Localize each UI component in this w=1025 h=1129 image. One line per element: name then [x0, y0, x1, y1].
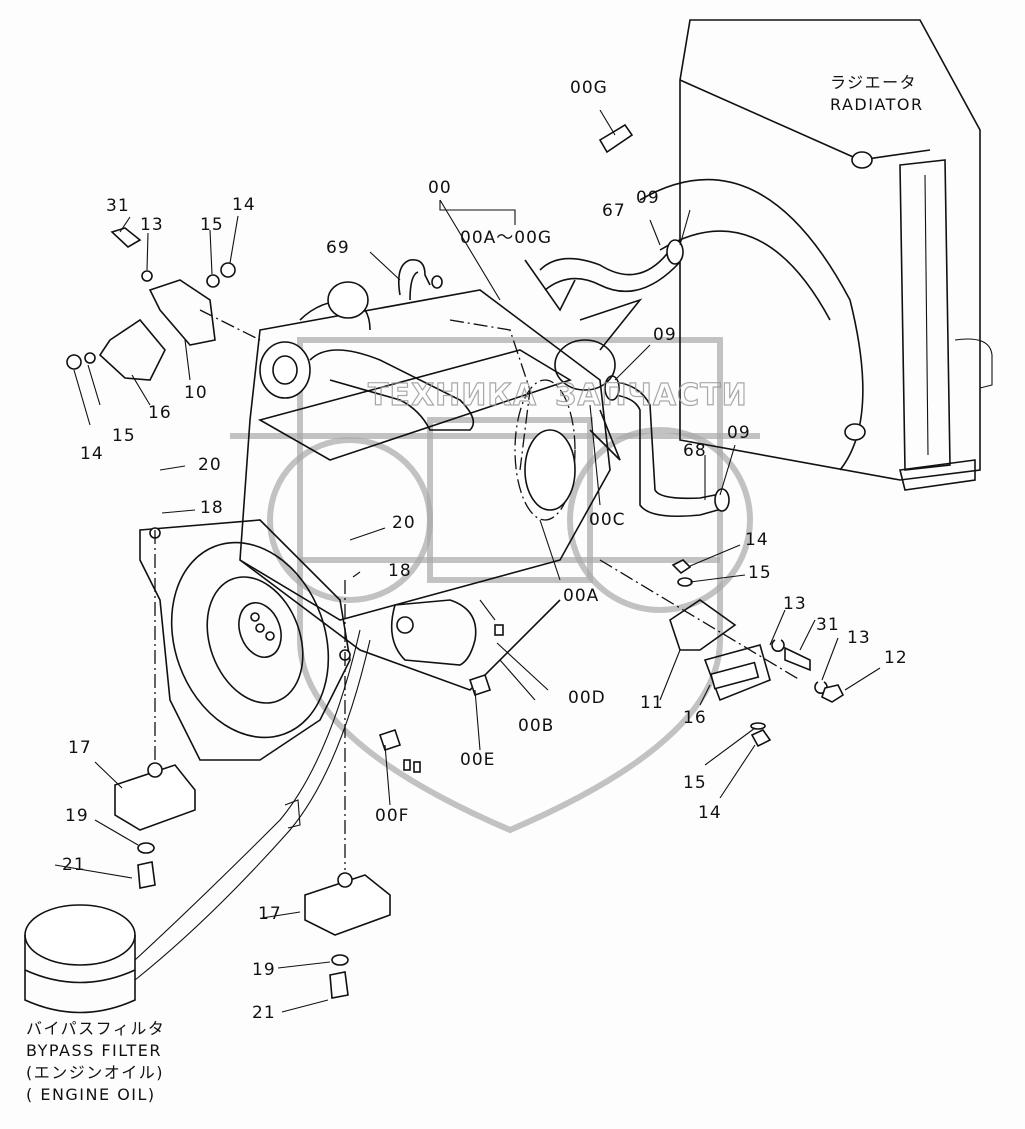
callout-11: 11	[640, 693, 664, 713]
callout-15: 15	[683, 773, 707, 793]
bypass-filter	[24, 629, 371, 1014]
callout-19: 19	[252, 960, 276, 980]
callout-15: 15	[112, 426, 136, 446]
upper-hose	[539, 239, 684, 293]
hose-69	[397, 258, 443, 301]
left-upper-mount	[66, 227, 261, 381]
radiator	[639, 19, 993, 491]
callout-00E: 00E	[460, 750, 496, 770]
starter-motor	[390, 599, 504, 666]
callout-10: 10	[184, 383, 208, 403]
callout-16: 16	[683, 708, 707, 728]
callout-31: 31	[106, 196, 130, 216]
leader-lines	[54, 109, 881, 1013]
callout-14: 14	[232, 195, 256, 215]
callout-14: 14	[698, 803, 722, 823]
callout-17: 17	[258, 904, 282, 924]
cooling-fan	[524, 259, 643, 461]
callout-18: 18	[388, 561, 412, 581]
callout-13: 13	[847, 628, 871, 648]
lower-right-mount	[304, 580, 391, 999]
callout-21: 21	[252, 1003, 276, 1023]
callout-15: 15	[748, 563, 772, 583]
callout-00C: 00C	[589, 510, 626, 530]
bypass-filter-label-jp: バイパスフィルタ	[26, 1019, 166, 1038]
radiator-label-jp: ラジエータ	[830, 73, 918, 92]
callout-15: 15	[200, 215, 224, 235]
callout-67: 67	[602, 201, 626, 221]
bypass-filter-label: バイパスフィルタ BYPASS FILTER (エンジンオイル) ( ENGIN…	[26, 1018, 165, 1106]
bypass-filter-sub-jp: (エンジンオイル)	[26, 1063, 164, 1082]
radiator-label-en: RADIATOR	[830, 95, 924, 114]
callout-16: 16	[148, 403, 172, 423]
callout-00G: 00G	[570, 78, 608, 98]
callout-13: 13	[783, 594, 807, 614]
bypass-filter-label-en: BYPASS FILTER	[26, 1041, 162, 1060]
callout-17: 17	[68, 738, 92, 758]
callout-31: 31	[816, 615, 840, 635]
bypass-filter-sub-en: ( ENGINE OIL)	[26, 1085, 156, 1104]
callout-00A-00G: 00A～00G	[460, 228, 553, 248]
callout-12: 12	[884, 648, 908, 668]
callout-21: 21	[62, 855, 86, 875]
callout-19: 19	[65, 806, 89, 826]
watermark-left: ТЕХНИКА	[367, 377, 538, 413]
callout-09: 09	[727, 423, 751, 443]
callout-69: 69	[326, 238, 350, 258]
callout-18: 18	[200, 498, 224, 518]
watermark-right: ЗАПЧАСТИ	[554, 377, 748, 413]
callout-09: 09	[636, 188, 660, 208]
right-mount-bracket	[599, 559, 845, 748]
callout-00A: 00A	[563, 586, 600, 606]
engine-block	[239, 281, 611, 691]
lower-left-mount	[114, 530, 196, 889]
callout-68: 68	[683, 441, 707, 461]
callout-20: 20	[392, 513, 416, 533]
callout-14: 14	[80, 444, 104, 464]
callout-14: 14	[745, 530, 769, 550]
callout-00: 00	[428, 178, 452, 198]
callout-20: 20	[198, 455, 222, 475]
callout-00B: 00B	[518, 716, 555, 736]
callout-09: 09	[653, 325, 677, 345]
callout-13: 13	[140, 215, 164, 235]
watermark-logo	[230, 337, 760, 834]
callout-00D: 00D	[568, 688, 606, 708]
callout-00F: 00F	[375, 806, 410, 826]
radiator-label: ラジエータ RADIATOR	[830, 72, 924, 116]
flywheel-housing	[139, 519, 351, 761]
